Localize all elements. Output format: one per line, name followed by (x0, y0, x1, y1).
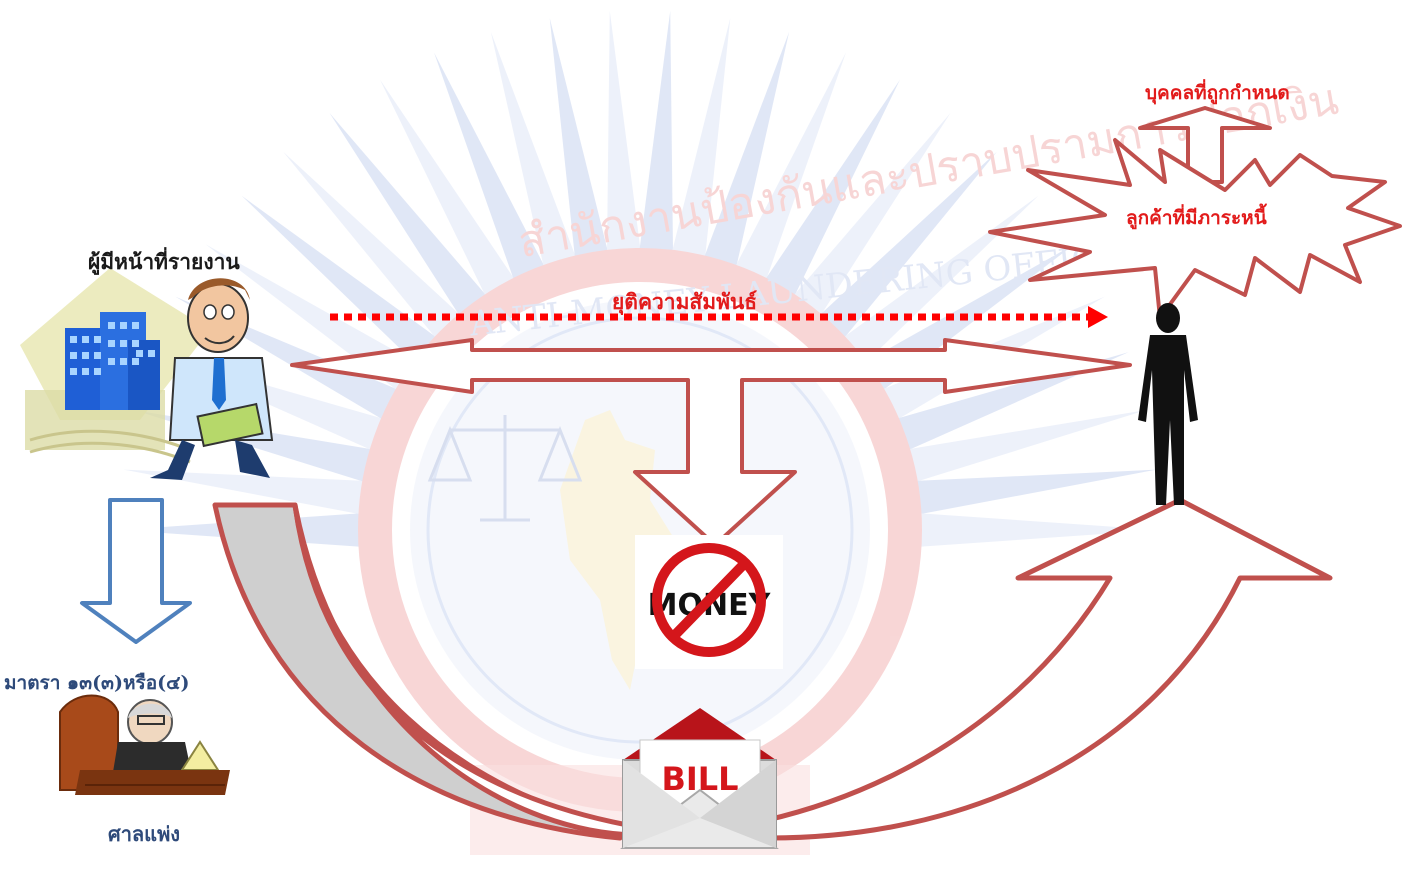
watermark-ray (329, 112, 487, 316)
no-money-icon: MONEY (635, 535, 783, 669)
starburst-shape (988, 138, 1402, 320)
watermark-ray (671, 17, 731, 258)
terminate-relationship-label: ยุติความสัมพันธ์ (612, 289, 758, 314)
watermark-ray (490, 31, 576, 268)
watermark-ray (241, 195, 437, 364)
indebted-customer-label: ลูกค้าที่มีภาระหนี้ (1126, 207, 1267, 229)
watermark-ray (606, 10, 641, 252)
watermark-ray (380, 79, 515, 297)
double-headed-arrow (290, 338, 1132, 547)
watermark-ray (819, 151, 997, 339)
watermark-ray (765, 79, 900, 297)
designated-person-label: บุคคลที่ถูกกำหนด (1145, 82, 1290, 104)
watermark-ray (793, 112, 951, 316)
watermark-ray (434, 52, 545, 281)
reporter-clipart (20, 268, 274, 480)
customer-silhouette (1138, 303, 1198, 505)
civil-court-label: ศาลแพ่ง (108, 822, 181, 846)
bill-envelope-icon: BILL (620, 708, 779, 849)
down-arrow-blue (80, 498, 192, 644)
court-clipart (59, 694, 230, 795)
watermark-ray (639, 10, 674, 252)
watermark-ray (735, 52, 846, 281)
watermark-rays (120, 10, 1160, 547)
watermark-ray (283, 151, 461, 339)
watermark-ray (843, 195, 1039, 364)
watermark-ray (549, 17, 609, 258)
watermark-ray (123, 469, 365, 515)
watermark-ray (896, 352, 1129, 451)
watermark-ray (704, 31, 790, 268)
curved-arrow-outline (292, 497, 1333, 841)
reporter-label: ผู้มีหน้าที่รายงาน (88, 249, 240, 274)
watermark-ray (908, 410, 1146, 482)
watermark-ray (919, 513, 1160, 547)
dotted-arrow (330, 306, 1108, 328)
section-label: มาตรา ๑๓(๓)หรือ(๔) (4, 672, 190, 694)
watermark-ray (915, 469, 1157, 515)
